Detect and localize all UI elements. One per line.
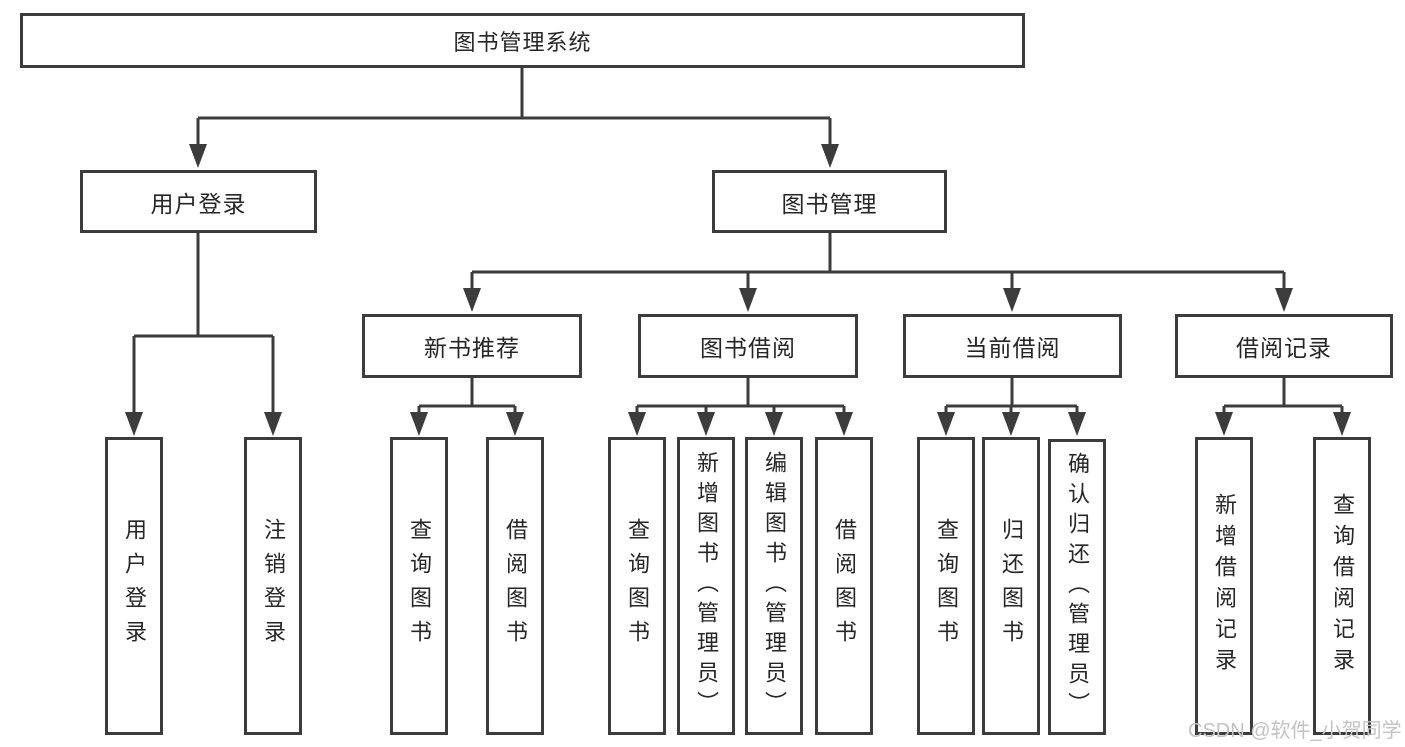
arrow-down-icon: [1003, 288, 1021, 312]
node-label: 当前借阅: [964, 335, 1061, 361]
node-new-book-recommendation: 新书推荐: [362, 314, 582, 378]
node-query-books-borrow: 查询图书: [608, 437, 666, 735]
node-add-borrow-record: 新增借阅记录: [1195, 437, 1253, 735]
node-label: 编辑图书（管理员）: [762, 451, 787, 721]
arrow-down-icon: [1002, 412, 1020, 436]
arrow-down-icon: [765, 412, 783, 436]
arrow-down-icon: [739, 288, 757, 312]
tree-connector-path: [132, 68, 1344, 414]
arrow-down-icon: [1215, 412, 1233, 436]
node-user-login: 用户登录: [80, 170, 317, 233]
node-edit-book-admin: 编辑图书（管理员）: [745, 437, 803, 735]
arrow-down-icon: [264, 412, 282, 436]
node-label: 借阅图书: [503, 518, 528, 654]
node-borrow-books: 借阅图书: [815, 437, 873, 735]
arrow-down-icon: [835, 412, 853, 436]
node-label: 查询图书: [407, 518, 432, 654]
node-label: 借阅图书: [832, 518, 857, 654]
arrowheads: [125, 144, 1351, 436]
arrow-down-icon: [821, 144, 839, 168]
node-query-books-recommend: 查询图书: [390, 437, 448, 735]
arrow-down-icon: [506, 412, 524, 436]
node-label: 归还图书: [999, 518, 1024, 654]
node-label: 用户登录: [150, 190, 247, 217]
node-book-management: 图书管理: [712, 170, 947, 233]
node-label: 图书管理系统: [453, 29, 592, 55]
node-query-books-current: 查询图书: [917, 437, 975, 735]
node-confirm-return-admin: 确认归还（管理员）: [1048, 439, 1106, 735]
arrow-down-icon: [125, 412, 143, 436]
node-borrowing-records: 借阅记录: [1175, 314, 1393, 378]
node-label: 图书借阅: [700, 335, 796, 361]
node-label: 查询借阅记录: [1330, 493, 1355, 679]
node-label: 注销登录: [261, 518, 286, 654]
node-query-borrow-record: 查询借阅记录: [1313, 437, 1371, 735]
arrow-down-icon: [1068, 412, 1086, 436]
arrow-down-icon: [463, 288, 481, 312]
node-book-borrowing: 图书借阅: [638, 314, 858, 378]
csdn-watermark: CSDN @软件_小贺同学: [1188, 720, 1402, 742]
node-borrow-books-recommend: 借阅图书: [486, 437, 544, 735]
node-label: 确认归还（管理员）: [1065, 452, 1090, 722]
node-label: 新增图书（管理员）: [694, 451, 719, 721]
node-label: 借阅记录: [1236, 335, 1332, 361]
arrow-down-icon: [937, 412, 955, 436]
arrow-down-icon: [1333, 412, 1351, 436]
arrow-down-icon: [697, 412, 715, 436]
arrow-down-icon: [189, 144, 207, 168]
arrow-down-icon: [628, 412, 646, 436]
node-label: 用户登录: [122, 518, 147, 654]
node-label: 查询图书: [625, 518, 650, 654]
node-user-login-leaf: 用户登录: [105, 437, 163, 735]
node-label: 新书推荐: [424, 335, 520, 361]
node-label: 新增借阅记录: [1212, 493, 1237, 679]
node-current-borrowing: 当前借阅: [903, 314, 1122, 378]
arrow-down-icon: [410, 412, 428, 436]
node-label: 图书管理: [781, 190, 878, 217]
node-logout: 注销登录: [244, 437, 302, 735]
node-add-book-admin: 新增图书（管理员）: [677, 437, 735, 735]
node-label: 查询图书: [934, 518, 959, 654]
node-return-books: 归还图书: [982, 437, 1040, 735]
arrow-down-icon: [1275, 288, 1293, 312]
node-library-management-system: 图书管理系统: [20, 13, 1025, 68]
